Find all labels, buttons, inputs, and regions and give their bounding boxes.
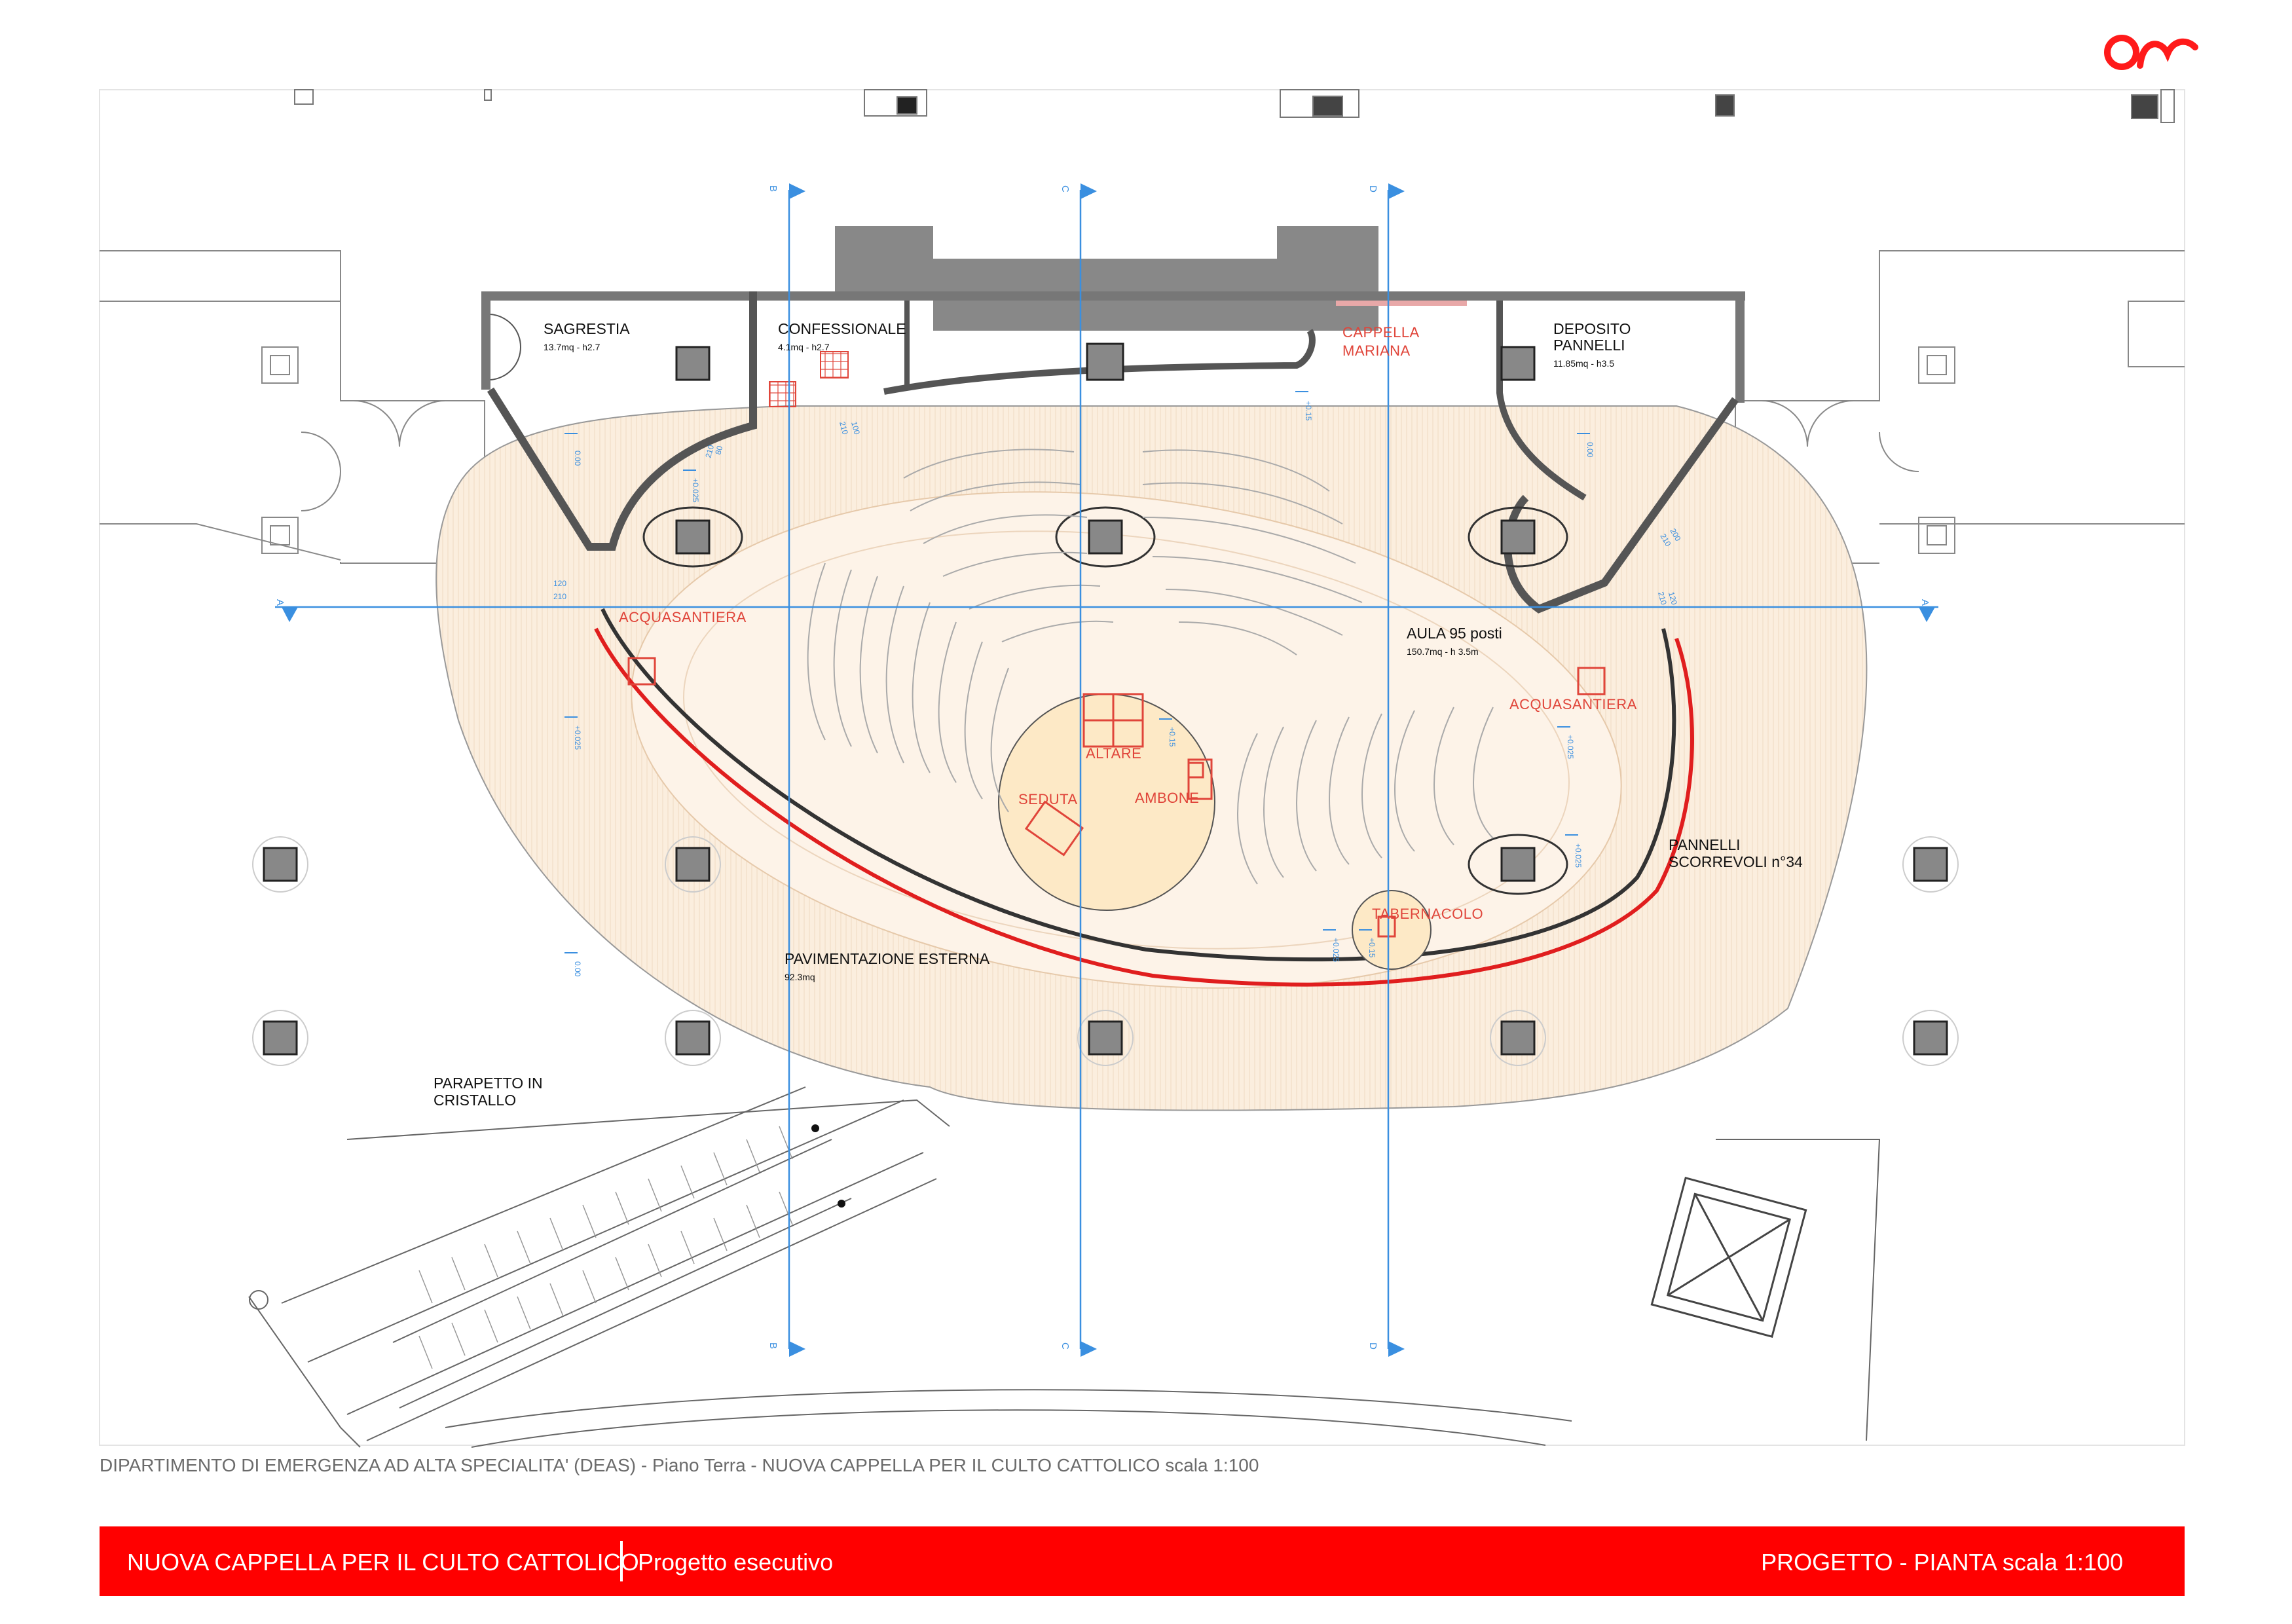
- confessional-grid-2: [820, 351, 849, 378]
- cappella-column: [1086, 342, 1124, 381]
- dim-5b: 210: [1656, 591, 1669, 606]
- altar-furniture: [627, 657, 1606, 938]
- top-edge-details: [294, 89, 2175, 123]
- sliding-panels-track: [594, 627, 1694, 987]
- axis-label-d-top: D: [1367, 185, 1378, 193]
- axis-label-a-right: A: [1919, 599, 1931, 606]
- room-confessionale-area: 4.1mq - h2.7: [778, 342, 830, 352]
- title-separator: [620, 1541, 623, 1581]
- sagrestia-door: [490, 314, 522, 380]
- chapel-wall-block: [481, 226, 1745, 614]
- room-deposito-line1: DEPOSITO: [1553, 320, 1631, 337]
- escalators: [248, 1086, 1881, 1448]
- pews-left: [807, 449, 1114, 813]
- axis-label-c-bottom: C: [1060, 1342, 1071, 1350]
- pews-right: [1142, 449, 1494, 885]
- parapetto-line2: CRISTALLO: [434, 1092, 516, 1109]
- level-3: +0.15: [1304, 401, 1313, 421]
- axis-label-d-bottom: D: [1367, 1342, 1378, 1350]
- level-6: 0.00: [573, 961, 582, 977]
- axis-label-c-top: C: [1060, 185, 1071, 193]
- level-7: +0.15: [1168, 727, 1177, 747]
- escalator-dot-1: [811, 1124, 819, 1132]
- level-8: +0.025: [1566, 735, 1575, 759]
- level-1: 0.00: [573, 451, 582, 466]
- project-phase: Progetto esecutivo: [638, 1549, 834, 1576]
- label-altare: ALTARE: [1086, 745, 1141, 762]
- project-title: NUOVA CAPPELLA PER IL CULTO CATTOLICO: [127, 1549, 639, 1576]
- label-acquasantiera-right: ACQUASANTIERA: [1509, 696, 1637, 712]
- escalator-steps: [418, 1126, 793, 1369]
- axis-label-a-left: A: [274, 599, 286, 606]
- level-4: 0.00: [1585, 442, 1595, 458]
- room-sagrestia-area: 13.7mq - h2.7: [544, 342, 601, 352]
- level-11: +0.15: [1367, 938, 1377, 958]
- surrounding-building-left: [100, 250, 485, 564]
- label-acquasantiera-left: ACQUASANTIERA: [619, 609, 747, 625]
- tabernacle-platform: [1352, 890, 1432, 970]
- section-axes: [275, 190, 1938, 1349]
- dim-3b: 210: [838, 420, 850, 435]
- room-aula-name: AULA 95 posti: [1407, 625, 1502, 642]
- escalator-dot-2: [838, 1200, 845, 1208]
- elevator-shaft: [1650, 1176, 1807, 1338]
- label-tabernacolo: TABERNACOLO: [1372, 906, 1483, 922]
- column-outlines: [252, 506, 1959, 1066]
- room-deposito-line2: PANNELLI: [1553, 337, 1625, 354]
- room-deposito-area: 11.85mq - h3.5: [1553, 358, 1614, 369]
- dim-3a: 100: [849, 420, 862, 435]
- level-markers: [564, 391, 1590, 953]
- room-sagrestia-name: SAGRESTIA: [544, 320, 630, 337]
- room-confessionale-name: CONFESSIONALE: [778, 320, 906, 337]
- room-aula-area: 150.7mq - h 3.5m: [1407, 646, 1479, 657]
- dim-1b: 210: [553, 592, 566, 601]
- pannelli-line2: SCORREVOLI n°34: [1669, 853, 1803, 870]
- level-9: +0.025: [1574, 843, 1583, 868]
- room-pavimentazione-name: PAVIMENTAZIONE ESTERNA: [785, 950, 990, 967]
- dim-5a: 120: [1667, 591, 1679, 606]
- dim-2a: 80: [713, 445, 724, 456]
- drawing-title: PROGETTO - PIANTA scala 1:100: [1761, 1549, 2123, 1576]
- parapetto-line1: PARAPETTO IN: [434, 1075, 543, 1092]
- label-ambone: AMBONE: [1135, 790, 1199, 806]
- level-10: +0.025: [1331, 938, 1340, 962]
- title-block: NUOVA CAPPELLA PER IL CULTO CATTOLICO Pr…: [100, 1526, 2185, 1596]
- firm-logo: [2104, 35, 2198, 70]
- room-cappella-line2: MARIANA: [1342, 342, 1411, 359]
- pannelli-line1: PANNELLI: [1669, 836, 1741, 853]
- level-2: +0.025: [691, 478, 700, 502]
- level-5: +0.025: [573, 726, 582, 750]
- section-arrows: [282, 183, 1935, 1357]
- drawing-frame: [99, 89, 2185, 1446]
- room-cappella-line1: CAPPELLA: [1342, 324, 1420, 341]
- drawing-caption: DIPARTIMENTO DI EMERGENZA AD ALTA SPECIA…: [100, 1455, 1259, 1475]
- glass-wall-curve: [601, 608, 1676, 962]
- confessional-grid-1: [769, 381, 796, 407]
- dim-2b: 210: [703, 443, 716, 458]
- label-seduta: SEDUTA: [1018, 791, 1078, 807]
- axis-label-b-bottom: B: [767, 1342, 779, 1349]
- dim-1a: 120: [553, 579, 566, 588]
- room-pavimentazione-area: 92.3mq: [785, 972, 815, 982]
- axis-label-b-top: B: [767, 185, 779, 192]
